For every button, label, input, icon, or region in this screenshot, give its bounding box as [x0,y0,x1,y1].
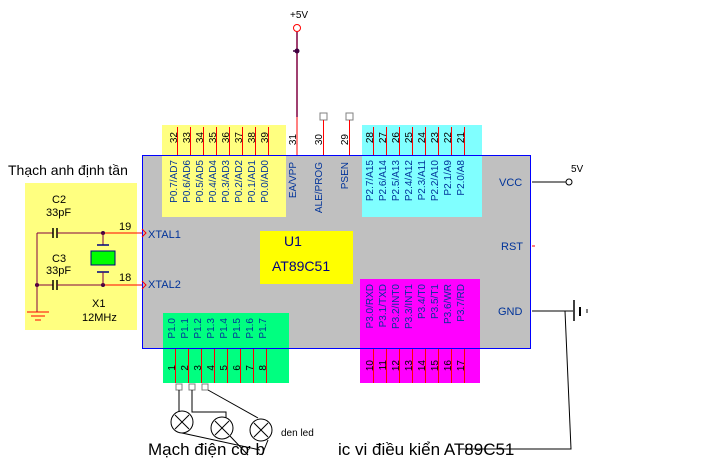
pin-line [253,349,254,383]
pin-label-xtal2: XTAL2 [148,279,181,291]
pin-line [242,127,243,155]
pin-line [399,349,400,383]
ic-part: AT89C51 [272,258,331,274]
pin-line [190,127,191,155]
c2-value: 33pF [46,207,72,219]
pin-label-xtal1: XTAL1 [148,229,181,241]
pin-line [229,127,230,155]
c3-name: C3 [52,253,67,265]
pin-line [214,349,215,383]
x1-value: 12MHz [82,312,117,324]
pin-line [425,349,426,383]
ground-icon [27,311,49,321]
pin-line [227,349,228,383]
pin-line [386,127,387,155]
x1-name: X1 [92,298,106,310]
led-3 [249,418,273,442]
battery-icon [573,300,588,321]
chip-top-edge [142,155,531,156]
pin29-terminal [345,112,354,121]
pin-line [266,349,267,383]
pin-line [438,127,439,155]
crystal-heading: Thạch anh định tần [8,162,128,178]
pin-line [451,349,452,383]
pin-line [386,349,387,383]
c2-name: C2 [52,194,67,206]
pin18-number: 18 [119,272,132,284]
pin-line [399,127,400,155]
chip-bottom-edge [142,348,531,349]
pin-line [201,349,202,383]
pin-line [188,349,189,383]
pin-line [216,127,217,155]
pin-label-gnd: GND [498,306,523,318]
supply-terminal-top [293,24,301,32]
pin-line [412,127,413,155]
pin-line [240,349,241,383]
pin-line [175,349,176,383]
supply-label-top: +5V [290,10,309,21]
port3-block [360,279,480,383]
crystal-region [25,183,137,330]
crystal-x1 [90,250,116,266]
title-right: ic vi điều kiển AT89C51 [338,440,515,459]
pin-line [177,127,178,155]
pin-line [373,127,374,155]
pin-label-rst: RST [501,241,523,253]
pin-line [425,127,426,155]
pin-line [464,349,465,383]
ic-ref: U1 [284,233,302,249]
pin-line [268,127,269,155]
pin-line [464,127,465,155]
supply-label-vcc: 5V [571,164,584,175]
led-2 [210,416,234,440]
led-1 [170,410,194,434]
led-label: den led [281,428,314,439]
pin-line [255,127,256,155]
ic-label-box [260,231,353,284]
port2-block [362,125,482,217]
pin-line [373,349,374,383]
c3-value: 33pF [46,265,72,277]
pin-line [451,127,452,155]
pin19-number: 19 [119,221,132,233]
pin-line [412,349,413,383]
pin30-terminal [319,112,328,121]
vcc-terminal [565,178,573,186]
port0-block [162,125,286,217]
pin-line [203,127,204,155]
pin-label-vcc: VCC [499,177,523,189]
pin-line [438,349,439,383]
